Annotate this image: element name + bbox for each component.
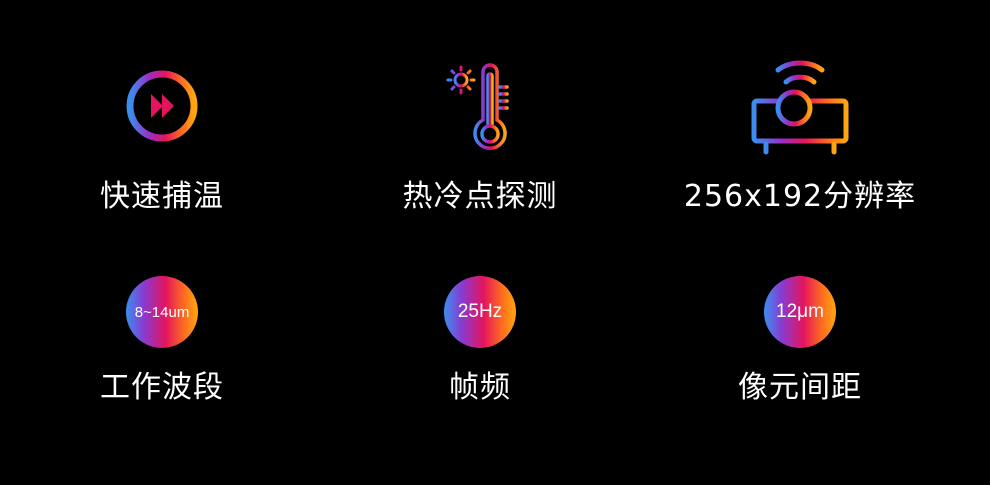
feature-wavelength: 8~14um 工作波段 [12, 240, 312, 480]
feature-frame-rate: 25Hz 帧频 [330, 240, 630, 480]
projector-icon [751, 60, 849, 155]
pixel-pitch-badge: 12μm [764, 276, 836, 348]
feature-label: 像元间距 [738, 370, 862, 405]
feature-hot-cold-detection: 热冷点探测 [330, 0, 630, 240]
feature-label: 256x192分辨率 [683, 179, 917, 214]
feature-resolution: 256x192分辨率 [650, 0, 950, 240]
thermometer-icon [446, 63, 509, 150]
fast-forward-icon [126, 70, 198, 142]
wavelength-badge: 8~14um [126, 276, 198, 348]
frame-rate-badge: 25Hz [444, 276, 516, 348]
feature-label: 热冷点探测 [402, 179, 558, 214]
feature-label: 帧频 [449, 370, 511, 405]
feature-label: 工作波段 [100, 370, 224, 405]
feature-pixel-pitch: 12μm 像元间距 [650, 240, 950, 480]
feature-label: 快速捕温 [100, 179, 224, 214]
feature-fast-capture: 快速捕温 [12, 0, 312, 240]
